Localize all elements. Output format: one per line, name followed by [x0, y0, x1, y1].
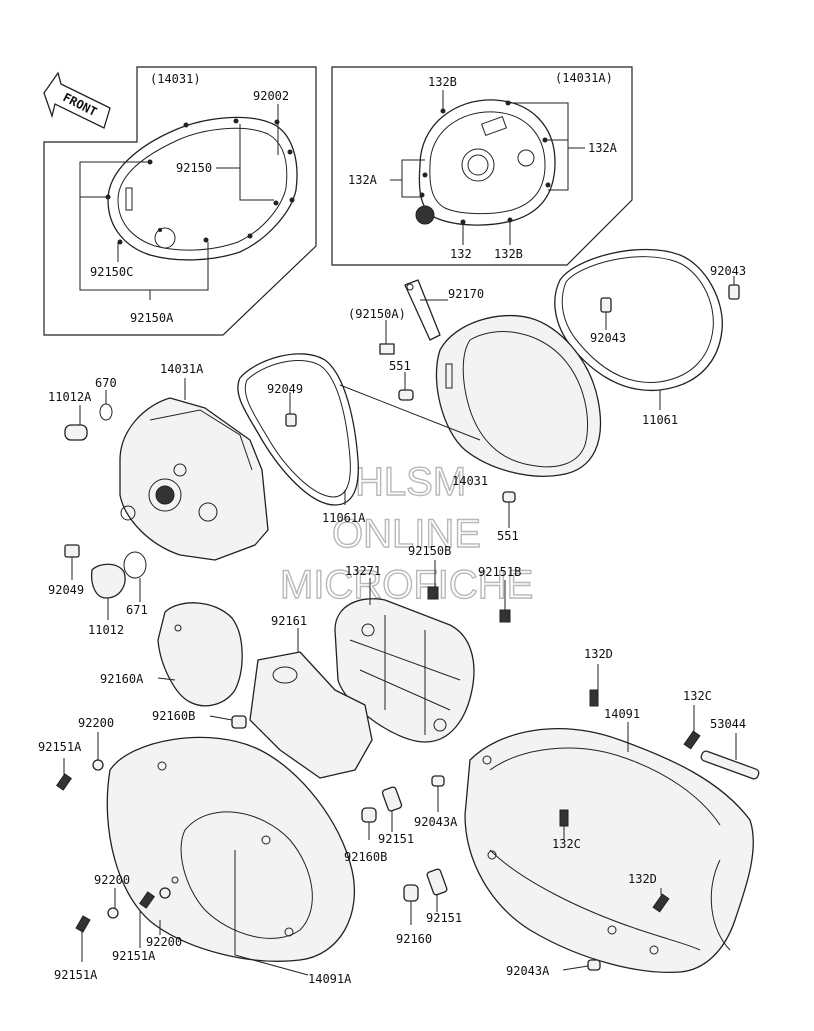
part-spacers: 92151 92043A 92160B 92151 92160	[344, 775, 462, 946]
label-132C-top: 132C	[683, 689, 712, 703]
watermark-line2: ONLINE	[332, 512, 481, 556]
label-92002: 92002	[253, 89, 289, 103]
label-551-top: 551	[389, 359, 411, 373]
inset-left-title: (14031)	[150, 72, 201, 86]
label-92160B-top: 92160B	[152, 709, 195, 723]
label-92043-mid: 92043	[590, 331, 626, 345]
label-670: 670	[95, 376, 117, 390]
label-14091: 14091	[604, 707, 640, 721]
label-132A-left: 132A	[348, 173, 378, 187]
label-92049-top: 92049	[267, 382, 303, 396]
label-92151-bottom: 92151	[426, 911, 462, 925]
label-132B-bottom: 132B	[494, 247, 523, 261]
inset-right-title: (14031A)	[555, 71, 613, 85]
label-92151B: 92151B	[478, 565, 521, 579]
watermark-line1: HLSM	[355, 460, 466, 504]
label-92049-left: 92049	[48, 583, 84, 597]
label-53044: 53044	[710, 717, 746, 731]
label-132A-right: 132A	[588, 141, 618, 155]
part-insulator-92160A: 92160A	[100, 602, 243, 707]
label-132D-top: 132D	[584, 647, 613, 661]
label-132: 132	[450, 247, 472, 261]
label-11012: 11012	[88, 623, 124, 637]
watermark: HLSM ONLINE MICROFICHE	[279, 459, 534, 607]
part-insulator-92161: 92161	[249, 614, 373, 779]
label-92160A: 92160A	[100, 672, 144, 686]
label-14091A: 14091A	[308, 972, 352, 986]
label-92200-top: 92200	[78, 716, 114, 730]
label-92151A-mid: 92151A	[112, 949, 156, 963]
part-inner-cover-14091: 132D 132C 14091 53044 132C 132D 92043A	[464, 647, 760, 978]
label-92150A-paren: (92150A)	[348, 307, 406, 321]
label-92150A: 92150A	[130, 311, 174, 325]
label-92160B-mid: 92160B	[344, 850, 387, 864]
label-132C-mid: 132C	[552, 837, 581, 851]
label-92150C: 92150C	[90, 265, 133, 279]
inset-14031A: (14031A) 132B 132A 132A 132 132B	[331, 66, 633, 266]
label-14031A: 14031A	[160, 362, 204, 376]
label-92150: 92150	[176, 161, 212, 175]
inset-14031: (14031) 92002 92150 92150C 92150A	[43, 66, 317, 336]
part-cover-14031: 92170 (92150A) 551 14031 551	[339, 279, 602, 543]
label-92151-mid: 92151	[378, 832, 414, 846]
label-92151A-bottom: 92151A	[54, 968, 98, 982]
label-14031: 14031	[452, 474, 488, 488]
part-plate-13271: 92150B 13271 92151B	[334, 544, 521, 743]
part-gasket-11061: 92043 92043 11061	[554, 248, 746, 427]
label-92170: 92170	[448, 287, 484, 301]
label-132D-bottom: 132D	[628, 872, 657, 886]
front-arrow-icon: FRONT	[43, 71, 111, 129]
label-92043A-bottom: 92043A	[506, 964, 550, 978]
label-92160: 92160	[396, 932, 432, 946]
label-11061A: 11061A	[322, 511, 366, 525]
part-cover-14031A: 14031A 670 11012A 92049 671 11012	[48, 362, 269, 637]
label-11061: 11061	[642, 413, 678, 427]
label-11012A: 11012A	[48, 390, 92, 404]
part-outer-cover-14091A: 92200 92160B 92151A 92200 92200 92151A 9…	[38, 709, 356, 986]
label-92043-top: 92043	[710, 264, 746, 278]
label-671: 671	[126, 603, 148, 617]
label-92150B: 92150B	[408, 544, 451, 558]
label-92043A-mid: 92043A	[414, 815, 458, 829]
label-551-bottom: 551	[497, 529, 519, 543]
label-132B-top: 132B	[428, 75, 457, 89]
label-92161: 92161	[271, 614, 307, 628]
label-13271: 13271	[345, 564, 381, 578]
label-92151A-top: 92151A	[38, 740, 82, 754]
part-gasket-11061A: 92049 11061A	[237, 353, 366, 525]
label-92200-bottom: 92200	[146, 935, 182, 949]
watermark-line3: MICROFICHE	[280, 563, 533, 607]
label-92200-mid: 92200	[94, 873, 130, 887]
